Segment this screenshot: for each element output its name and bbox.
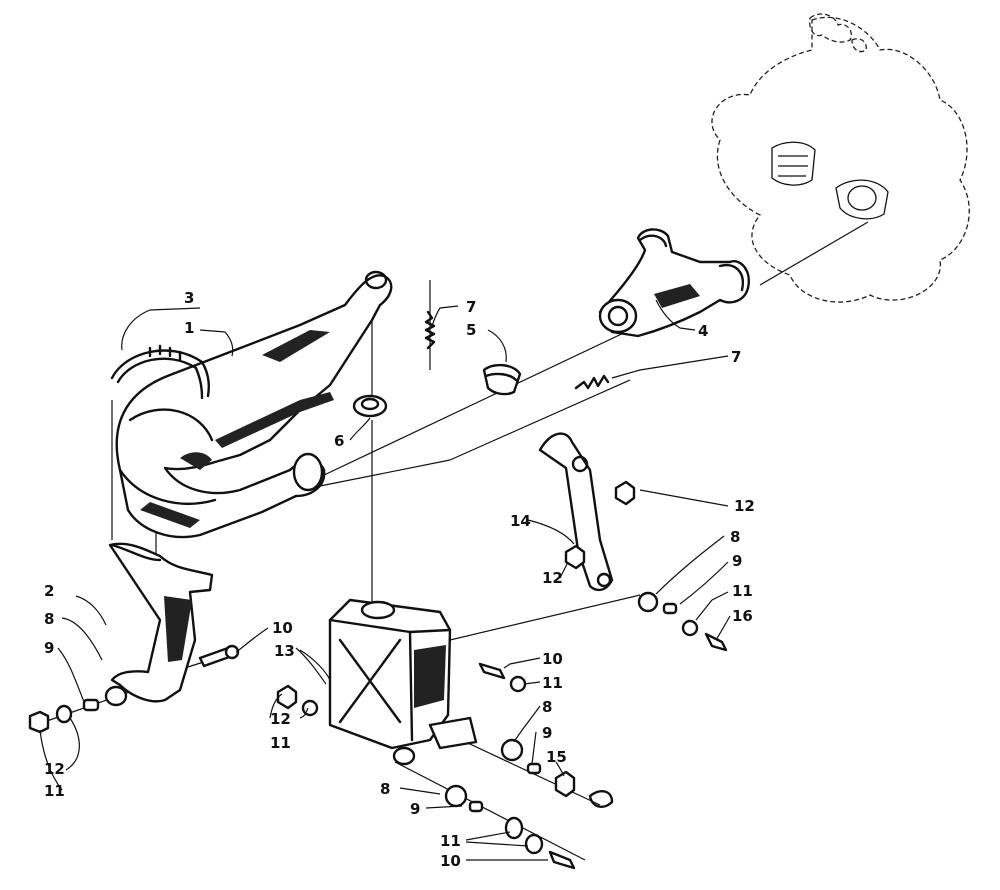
muffler-mount-bracket [108,542,214,703]
callout-8-left: 8 [44,610,54,628]
support-arm [538,432,636,592]
callout-10-left: 10 [272,619,293,637]
callout-1: 1 [184,319,194,337]
callout-leaders [39,299,731,861]
tank-hardware [276,662,614,870]
callout-12-arm-mid: 12 [542,569,563,587]
callout-labels: 3 1 7 5 4 7 6 12 14 8 9 12 11 2 16 8 10 … [44,289,755,870]
callout-8-tank: 8 [542,698,552,716]
right-arm-hardware [637,591,728,652]
callout-15: 15 [546,748,567,766]
callout-11-tank: 11 [542,674,563,692]
callout-9-tank: 9 [542,724,552,742]
callout-12-arm-top: 12 [734,497,755,515]
hose [110,344,210,400]
callout-10-tank: 10 [542,650,563,668]
callout-5: 5 [466,321,476,339]
leader-lines [43,221,869,861]
callout-6: 6 [334,432,344,450]
expansion-chamber [115,270,393,539]
callout-11-left: 11 [44,782,65,800]
left-hardware [28,644,240,734]
exhaust-manifold [598,228,750,338]
exhaust-seal-ring [482,363,522,396]
callout-11-bottom: 11 [440,832,461,850]
callout-16: 16 [732,607,753,625]
callout-7-lower: 7 [731,348,741,366]
callout-11-tank-left: 11 [270,734,291,752]
callout-2: 2 [44,582,54,600]
callout-14: 14 [510,512,531,530]
callout-12-left: 12 [44,760,65,778]
callout-9-left: 9 [44,639,54,657]
engine-outline [711,13,970,303]
spring-upper [424,310,436,350]
callout-10-bottom: 10 [440,852,461,870]
callout-13: 13 [274,642,295,660]
callout-9-bottom: 9 [410,800,420,818]
callout-12-tank: 12 [270,710,291,728]
grommet [352,394,388,418]
box-tank [328,598,478,766]
callout-9-arm: 9 [732,552,742,570]
callout-7-upper: 7 [466,298,476,316]
callout-11-arm: 11 [732,582,753,600]
callout-4: 4 [698,322,708,340]
callout-8-arm: 8 [730,528,740,546]
callout-8-bottom: 8 [380,780,390,798]
spring-lower [574,374,610,390]
callout-3: 3 [184,289,194,307]
